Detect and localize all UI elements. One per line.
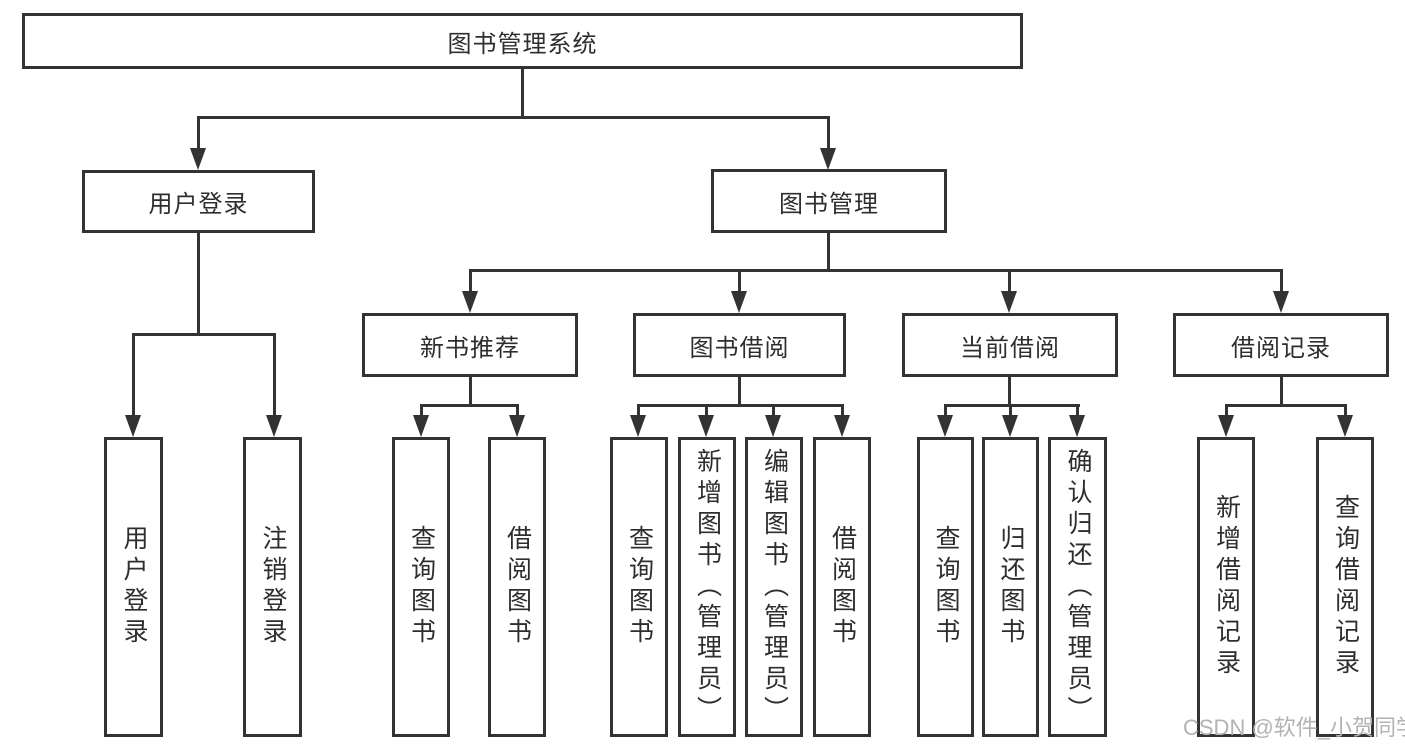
connector-line [637, 404, 844, 407]
leaf-label: 确认归还（管理员） [1064, 447, 1092, 727]
arrowhead-icon [731, 291, 747, 313]
arrowhead-icon [1001, 291, 1017, 313]
connector-line [944, 404, 1080, 407]
arrowhead-icon [1337, 415, 1353, 437]
leaf-borrow-books-recommend: 借阅图书 [488, 437, 546, 737]
leaf-return-books: 归还图书 [982, 437, 1039, 737]
arrowhead-icon [462, 291, 478, 313]
connector-line [637, 404, 640, 419]
leaf-add-borrow-record: 新增借阅记录 [1197, 437, 1255, 737]
arrowhead-icon [1273, 291, 1289, 313]
node-book-management: 图书管理 [711, 169, 947, 233]
connector-line [197, 232, 200, 336]
connector-line [197, 116, 200, 152]
node-label: 图书管理 [779, 190, 879, 218]
node-label: 图书借阅 [689, 334, 790, 362]
node-borrowing-records: 借阅记录 [1173, 313, 1389, 377]
connector-line [420, 404, 519, 407]
arrowhead-icon [937, 415, 953, 437]
leaf-confirm-return-admin: 确认归还（管理员） [1048, 437, 1107, 737]
arrowhead-icon [509, 415, 525, 437]
connector-line [469, 269, 1283, 272]
node-label: 当前借阅 [960, 334, 1060, 362]
node-label: 用户登录 [148, 191, 249, 218]
arrowhead-icon [820, 148, 836, 170]
connector-line [738, 376, 741, 407]
arrowhead-icon [1002, 415, 1018, 437]
leaf-logout: 注销登录 [243, 437, 302, 737]
leaf-add-books-admin: 新增图书（管理员） [678, 437, 736, 737]
connector-line [197, 116, 830, 119]
connector-line [132, 333, 135, 419]
leaf-label: 借阅图书 [503, 525, 532, 649]
connector-line [1280, 269, 1283, 295]
csdn-watermark: CSDN @软件_小贺同学 [1183, 715, 1405, 740]
connector-line [827, 116, 830, 152]
node-label: 图书管理系统 [447, 30, 598, 58]
arrowhead-icon [190, 148, 206, 170]
connector-line [827, 232, 830, 272]
connector-line [738, 269, 741, 295]
leaf-query-borrow-record: 查询借阅记录 [1316, 437, 1374, 737]
node-user-login: 用户登录 [82, 170, 315, 233]
connector-line [1280, 376, 1283, 407]
connector-line [1225, 404, 1347, 407]
connector-line [273, 333, 276, 419]
arrowhead-icon [834, 415, 850, 437]
leaf-label: 编辑图书（管理员） [760, 447, 789, 727]
leaf-label: 注销登录 [259, 525, 287, 649]
leaf-label: 查询借阅记录 [1331, 494, 1360, 680]
leaf-label: 查询图书 [932, 525, 960, 649]
connector-line [1009, 404, 1012, 419]
connector-line [944, 404, 947, 419]
connector-line [841, 404, 844, 419]
arrowhead-icon [765, 415, 781, 437]
leaf-label: 新增图书（管理员） [693, 447, 722, 727]
arrowhead-icon [630, 415, 646, 437]
arrowhead-icon [1218, 415, 1234, 437]
leaf-query-books-current: 查询图书 [917, 437, 974, 737]
connector-line [469, 376, 472, 407]
arrowhead-icon [413, 415, 429, 437]
connector-line [420, 404, 423, 419]
leaf-label: 新增借阅记录 [1212, 494, 1241, 680]
connector-line [132, 333, 276, 336]
leaf-user-login: 用户登录 [104, 437, 163, 737]
leaf-query-books-recommend: 查询图书 [392, 437, 450, 737]
connector-line [772, 404, 775, 419]
leaf-edit-books-admin: 编辑图书（管理员） [745, 437, 803, 737]
connector-line [516, 404, 519, 419]
leaf-label: 借阅图书 [828, 525, 857, 649]
connector-line [1076, 404, 1079, 419]
connector-line [521, 68, 524, 118]
leaf-label: 查询图书 [625, 525, 654, 649]
node-new-book-recommendation: 新书推荐 [362, 313, 578, 377]
connector-line [1225, 404, 1228, 419]
arrowhead-icon [698, 415, 714, 437]
node-book-borrowing: 图书借阅 [633, 313, 846, 377]
node-label: 新书推荐 [420, 334, 520, 362]
leaf-label: 查询图书 [407, 525, 436, 649]
leaf-query-books-borrowing: 查询图书 [610, 437, 668, 737]
arrowhead-icon [266, 415, 282, 437]
leaf-borrow-books: 借阅图书 [813, 437, 871, 737]
arrowhead-icon [1069, 415, 1085, 437]
node-label: 借阅记录 [1231, 334, 1331, 362]
leaf-label: 用户登录 [120, 525, 148, 649]
leaf-label: 归还图书 [997, 525, 1025, 649]
node-library-management-system: 图书管理系统 [22, 13, 1023, 69]
node-current-borrowing: 当前借阅 [902, 313, 1118, 377]
connector-line [469, 269, 472, 295]
connector-line [1008, 376, 1011, 407]
arrowhead-icon [125, 415, 141, 437]
connector-line [1008, 269, 1011, 295]
connector-line [705, 404, 708, 419]
connector-line [1344, 404, 1347, 419]
